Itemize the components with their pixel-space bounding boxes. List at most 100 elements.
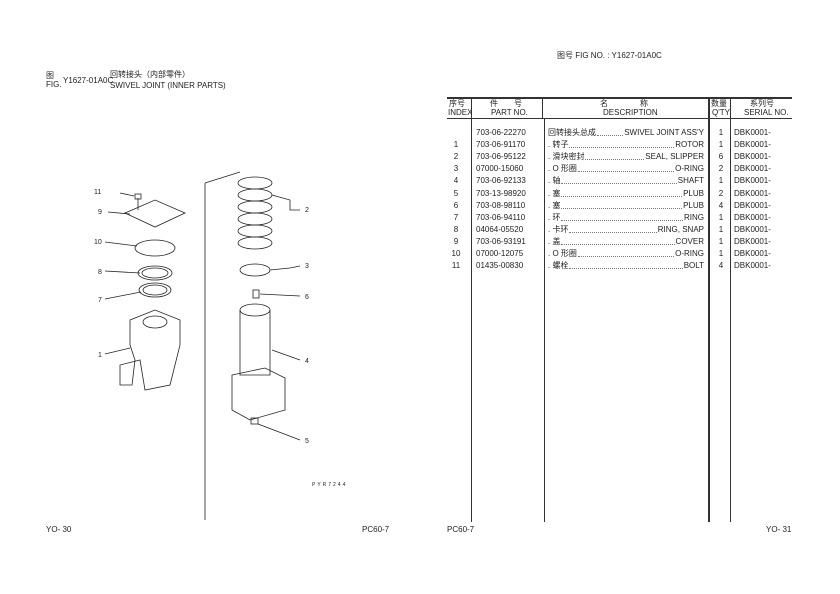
- leader-dots: [577, 255, 675, 257]
- row-qty: 1: [718, 249, 724, 258]
- row-index: 7: [453, 212, 459, 222]
- row-serial: DBK0001-: [734, 164, 771, 174]
- leader-dots: [561, 195, 683, 197]
- row-index: 6: [453, 200, 459, 210]
- title-en: SWIVEL JOINT (INNER PARTS): [110, 81, 226, 90]
- desc-en: BOLT: [683, 261, 704, 271]
- row-part-no: 04064-05520: [476, 224, 524, 234]
- row-index: 5: [453, 188, 459, 198]
- row-part-no: 01435-00830: [476, 261, 524, 271]
- title-cn: 回转接头（内部零件）: [110, 70, 190, 79]
- exploded-diagram: 11 9 10 8 7 1 2 3 6 4 5 PYR7244: [94, 171, 347, 520]
- right-model: PC60-7: [447, 525, 475, 534]
- row-qty: 1: [718, 212, 724, 222]
- callout-7: 7: [98, 297, 102, 304]
- desc-en: COVER: [675, 236, 704, 246]
- desc-header: DESCRIPTION: [603, 108, 658, 117]
- desc-header-cn: 名 称: [600, 99, 648, 108]
- row-qty: 1: [718, 176, 724, 186]
- fig-number: Y1627-01A0C: [63, 76, 114, 85]
- fig-no-header: 图号 FIG NO. : Y1627-01A0C: [557, 51, 662, 60]
- serial-header-cn: 系列号: [750, 99, 774, 108]
- desc-cn: . O 形圈: [548, 249, 577, 258]
- row-index: 2: [453, 152, 459, 162]
- row-qty: 4: [718, 200, 724, 210]
- left-model: PC60-7: [362, 525, 390, 534]
- callout-3: 3: [305, 263, 309, 270]
- part-header: PART NO.: [491, 108, 528, 117]
- desc-cn: . 塞: [548, 188, 561, 198]
- desc-cn: . 盖: [548, 236, 561, 246]
- row-description: 回转接头总成 SWIVEL JOINT ASS'Y: [548, 127, 704, 139]
- right-page-number: YO- 31: [766, 525, 792, 534]
- fig-cn: 图: [46, 71, 54, 80]
- desc-en: PLUB: [683, 200, 704, 210]
- desc-en: O-RING: [675, 249, 704, 258]
- row-serial: DBK0001-: [734, 128, 771, 137]
- callout-9: 9: [98, 209, 102, 216]
- row-part-no: 07000-12075: [476, 249, 524, 258]
- leader-dots: [569, 146, 675, 149]
- desc-cn: . 轴: [548, 176, 561, 186]
- row-serial: DBK0001-: [734, 176, 771, 186]
- row-serial: DBK0001-: [734, 224, 771, 234]
- row-index: 9: [453, 236, 459, 246]
- row-qty: 1: [718, 128, 724, 137]
- table-header-rule: [447, 118, 792, 119]
- desc-en: SWIVEL JOINT ASS'Y: [624, 128, 704, 137]
- index-header-cn: 序号: [449, 99, 465, 108]
- row-index: 8: [453, 224, 459, 234]
- row-serial: DBK0001-: [734, 200, 771, 210]
- desc-en: PLUB: [683, 188, 704, 198]
- callout-6: 6: [305, 294, 309, 301]
- leader-dots: [561, 207, 683, 209]
- callout-8: 8: [98, 269, 102, 276]
- diagram-code: PYR7244: [312, 482, 347, 488]
- fig-label: FIG.: [46, 80, 62, 89]
- leader-dots: [561, 243, 675, 245]
- row-index: 1: [453, 140, 459, 150]
- desc-cn: 回转接头总成: [548, 128, 596, 137]
- row-part-no: 703-06-95122: [476, 152, 526, 162]
- col-divider: [542, 97, 543, 119]
- row-description: . 盖 COVER: [548, 236, 704, 248]
- serial-header: SERIAL NO.: [744, 108, 789, 117]
- row-part-no: 703-06-94110: [476, 212, 526, 222]
- left-page-number: YO- 30: [46, 525, 72, 534]
- desc-cn: . 螺栓: [548, 261, 569, 271]
- row-index: 11: [451, 261, 461, 271]
- desc-cn: . 滑块密封: [548, 152, 585, 162]
- desc-en: RING: [684, 212, 704, 222]
- desc-cn: . 卡环: [548, 224, 569, 234]
- desc-cn: . 环: [548, 212, 561, 222]
- callout-5: 5: [305, 438, 309, 445]
- leader-dots: [569, 231, 657, 233]
- leader-dots: [561, 182, 677, 185]
- row-serial: DBK0001-: [734, 249, 771, 258]
- qty-header-cn: 数量: [711, 99, 727, 108]
- row-qty: 6: [718, 152, 724, 162]
- row-part-no: 703-06-93191: [476, 236, 526, 246]
- row-qty: 1: [718, 224, 724, 234]
- table-top-rule: [447, 97, 792, 99]
- leader-dots: [577, 170, 675, 173]
- desc-cn: . O 形圈: [548, 164, 577, 174]
- index-header: INDEX: [448, 108, 473, 117]
- row-part-no: 703-13-98920: [476, 188, 526, 198]
- fig-no-value: Y1627-01A0C: [611, 51, 662, 60]
- col-divider: [544, 118, 545, 522]
- row-qty: 1: [718, 236, 724, 246]
- row-part-no: 07000-15060: [476, 164, 524, 174]
